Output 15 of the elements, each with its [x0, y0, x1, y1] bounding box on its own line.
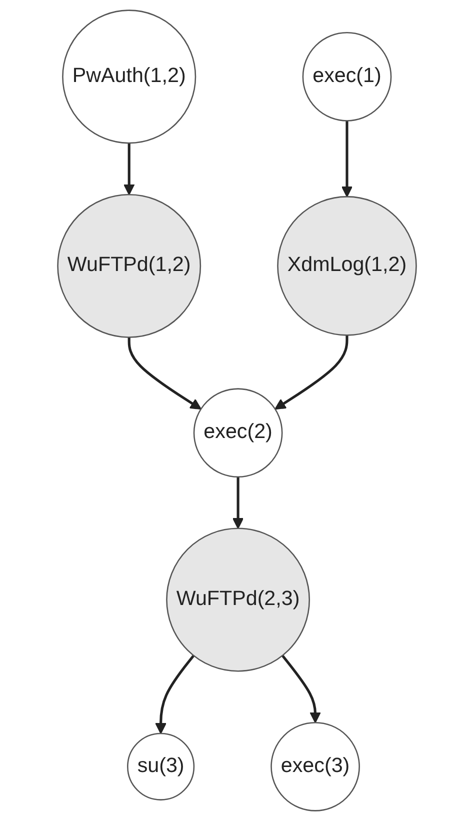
arrow — [155, 654, 195, 734]
arrow — [341, 120, 353, 198]
arrow — [281, 654, 321, 724]
node-circle: exec(1) — [302, 32, 392, 122]
node-circle: XdmLog(1,2) — [277, 196, 417, 336]
node-circle: exec(2) — [193, 388, 283, 478]
node-circle: PwAuth(1,2) — [62, 10, 196, 144]
arrow — [274, 335, 348, 410]
node-circle: su(3) — [127, 732, 195, 800]
node-circle: exec(3) — [270, 722, 360, 812]
arrow — [232, 476, 244, 529]
arrow — [128, 337, 202, 410]
node-circle: WuFTPd(1,2) — [57, 194, 202, 338]
node-circle: WuFTPd(2,3) — [166, 528, 310, 672]
arrow — [123, 143, 135, 196]
